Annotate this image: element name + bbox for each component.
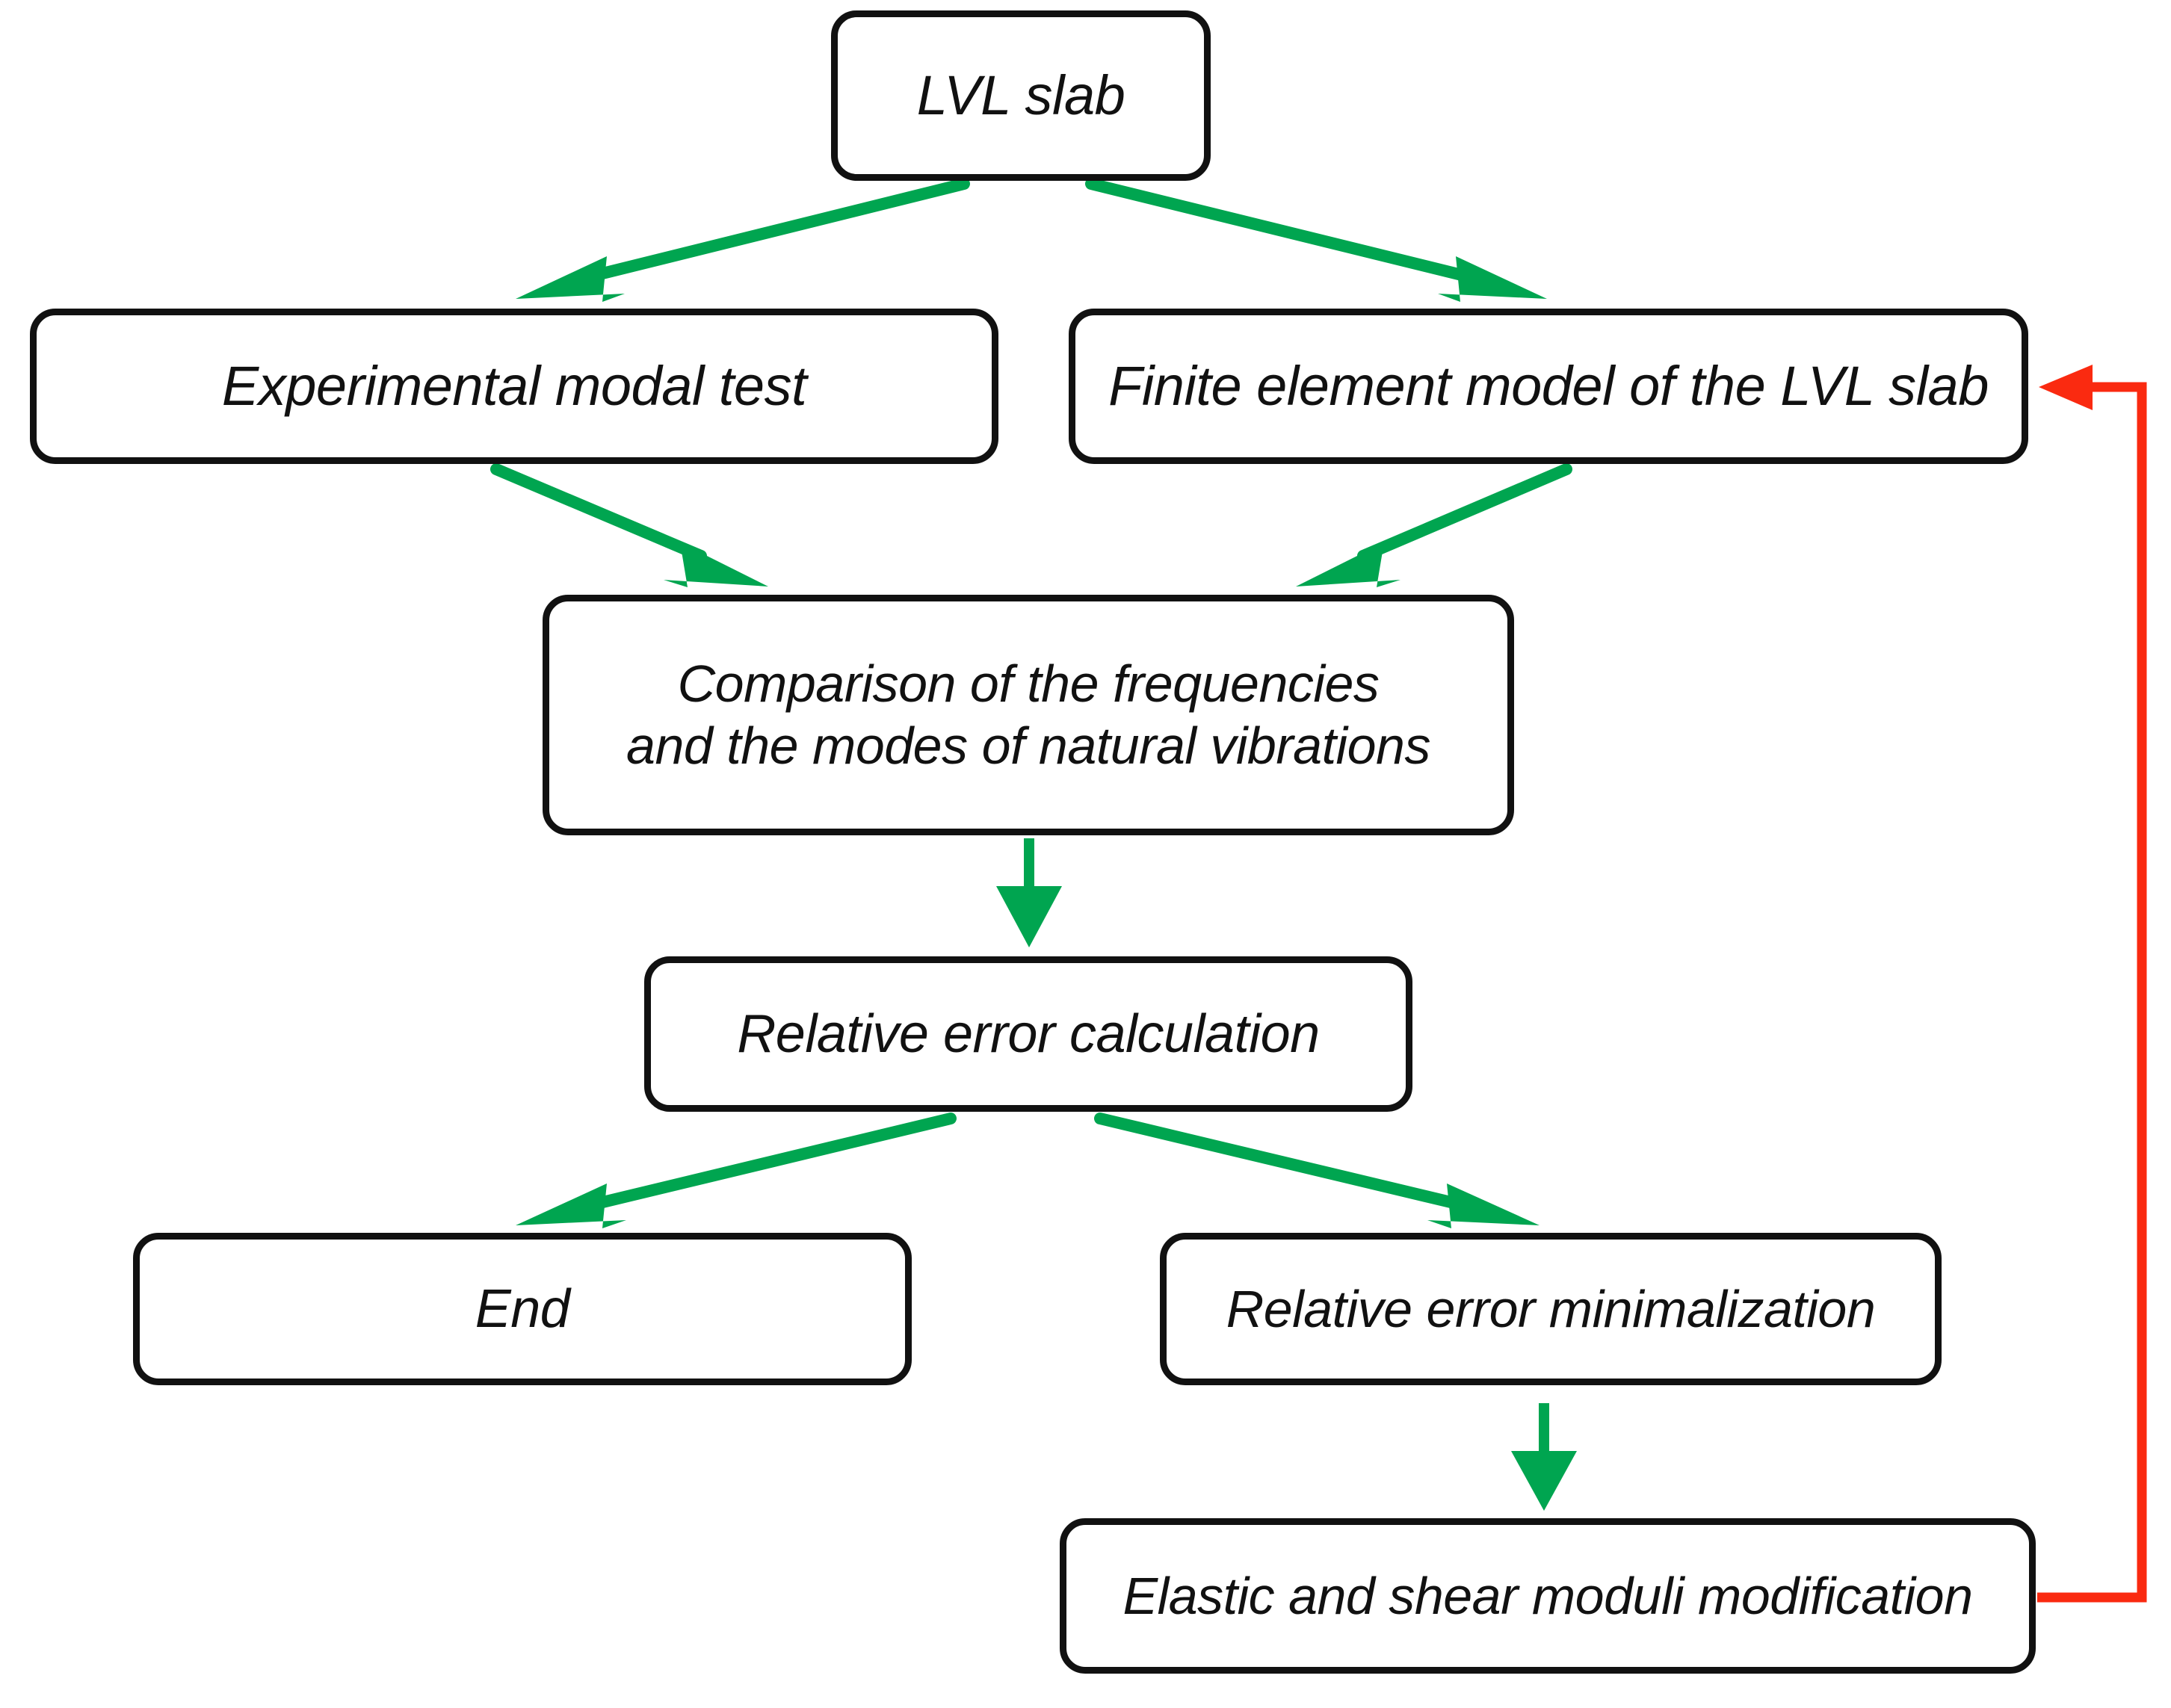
edge-lvl-to-experimental (516, 178, 970, 302)
edge-experimental-to-comparison (490, 463, 768, 587)
node-lvl-slab[interactable]: LVL slab (831, 10, 1211, 181)
node-end[interactable]: End (133, 1233, 912, 1385)
edge-error-to-minimalization (1094, 1113, 1540, 1228)
edge-fem-to-comparison (1296, 463, 1572, 587)
node-relative-error-calculation-label: Relative error calculation (737, 1003, 1320, 1064)
node-lvl-slab-label: LVL slab (916, 64, 1125, 127)
node-relative-error-minimalization[interactable]: Relative error minimalization (1160, 1233, 1942, 1385)
node-relative-error-calculation[interactable]: Relative error calculation (644, 956, 1412, 1112)
node-experimental-modal-test-label: Experimental modal test (221, 355, 807, 418)
node-elastic-and-shear-moduli-modification[interactable]: Elastic and shear moduli modification (1060, 1518, 2036, 1674)
node-finite-element-model[interactable]: Finite element model of the LVL slab (1069, 309, 2028, 464)
node-elastic-and-shear-moduli-modification-label: Elastic and shear moduli modification (1122, 1566, 1973, 1625)
node-comparison-of-frequencies-label: Comparison of the frequencies and the mo… (626, 655, 1430, 775)
edge-minimalization-to-moduli (1511, 1403, 1577, 1511)
edge-lvl-to-fem (1085, 178, 1547, 302)
node-relative-error-minimalization-label: Relative error minimalization (1226, 1279, 1876, 1338)
node-end-label: End (475, 1278, 570, 1339)
node-finite-element-model-label: Finite element model of the LVL slab (1108, 355, 1989, 418)
edge-error-to-end (516, 1113, 957, 1228)
node-experimental-modal-test[interactable]: Experimental modal test (30, 309, 998, 464)
edge-moduli-to-fem-feedback (2037, 365, 2147, 1603)
node-comparison-of-frequencies[interactable]: Comparison of the frequencies and the mo… (543, 595, 1514, 835)
edge-comparison-to-error (996, 838, 1062, 947)
